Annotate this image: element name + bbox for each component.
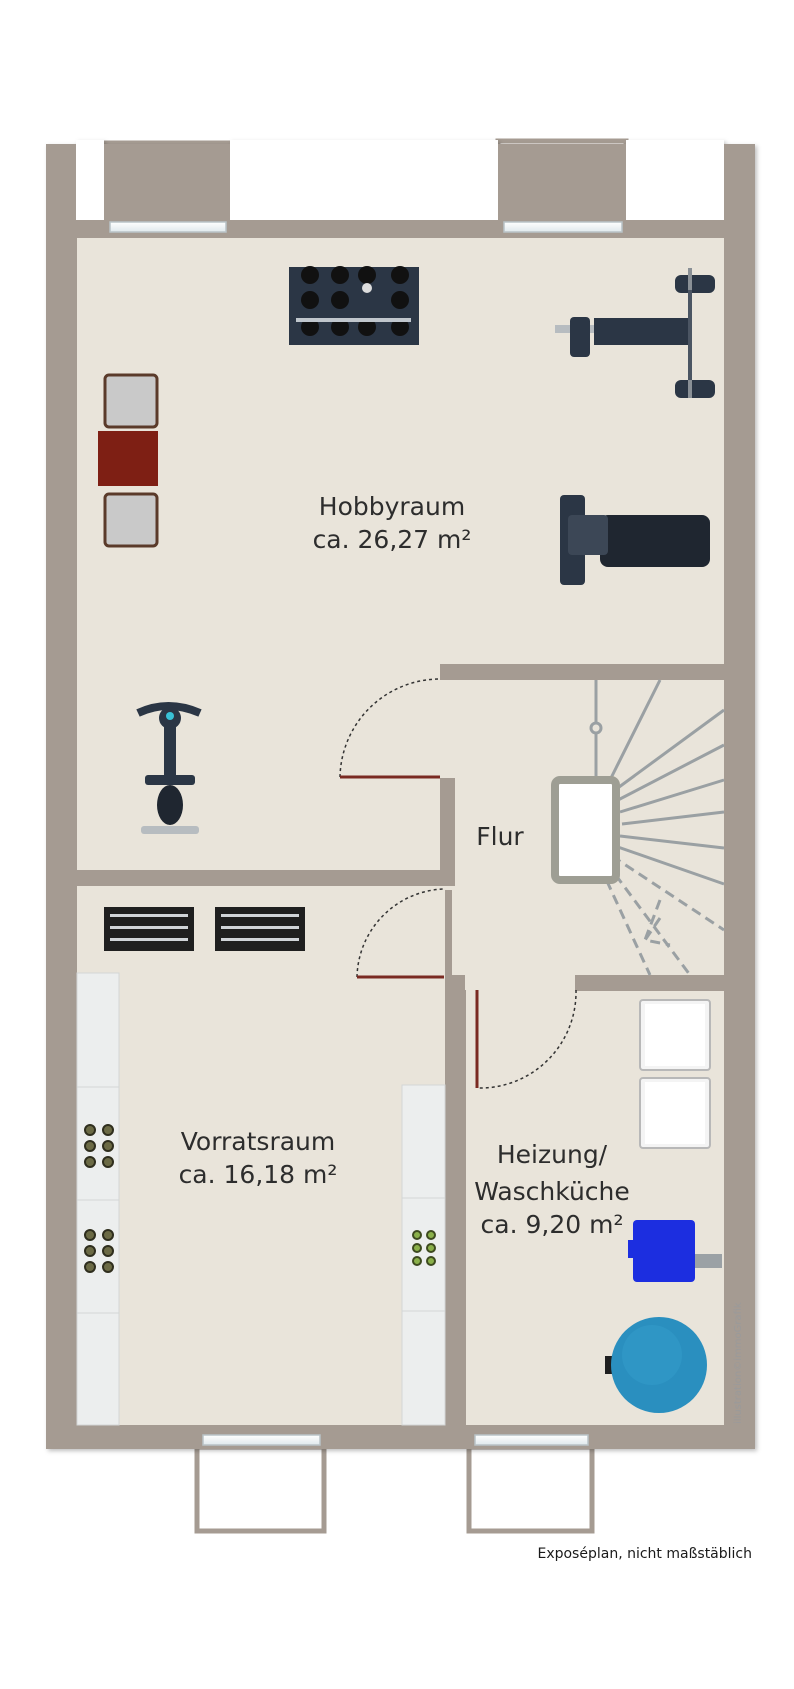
room-name-flur: Flur	[476, 822, 524, 851]
room-name-hobbyraum: Hobbyraum	[319, 492, 465, 521]
dumbbell-rack	[289, 266, 419, 345]
chairs-with-table	[98, 373, 159, 548]
room-area-vorratsraum: ca. 16,18 m²	[179, 1160, 338, 1189]
flat-bench	[560, 495, 710, 585]
doors	[339, 678, 577, 1089]
storage-shelf-right	[401, 1084, 446, 1426]
illustration-credit: illustration©immoGrafik	[733, 1302, 744, 1424]
washing-machine	[639, 999, 711, 1071]
floors	[77, 238, 724, 1425]
footer-note: Exposéplan, nicht maßstäblich	[537, 1546, 752, 1562]
boiler	[628, 1220, 722, 1282]
exercise-bike	[136, 702, 202, 834]
room-name-heizung-line1: Heizung/	[497, 1140, 608, 1169]
room-name-heizung-line2: Waschküche	[474, 1177, 630, 1206]
dryer	[639, 1077, 711, 1149]
weight-bench	[555, 268, 715, 398]
storage-shelf-left	[76, 972, 120, 1426]
room-area-hobbyraum: ca. 26,27 m²	[313, 525, 472, 554]
room-name-vorratsraum: Vorratsraum	[181, 1127, 336, 1156]
bottle-crates	[104, 907, 305, 951]
room-area-heizung: ca. 9,20 m²	[481, 1210, 624, 1239]
staircase	[551, 679, 725, 976]
window-panes	[109, 221, 623, 1446]
water-tank	[605, 1317, 707, 1413]
interior-walls	[77, 664, 724, 1425]
